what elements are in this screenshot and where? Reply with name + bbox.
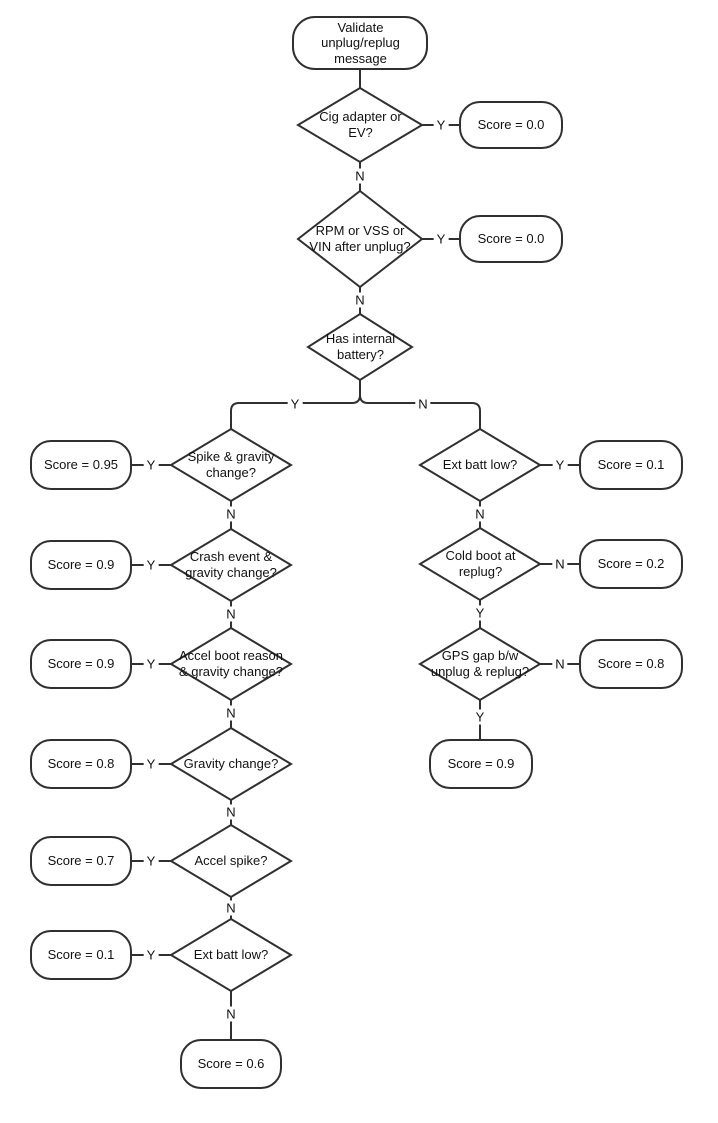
- edge-label-crash-no: N: [223, 606, 239, 622]
- decision-has-battery-shape: [306, 312, 414, 382]
- node-label-score-leftfinal: Score = 0.6: [197, 1056, 265, 1072]
- edge-label-extbattleft-no: N: [223, 1006, 239, 1022]
- terminator-score-extbattright-shape: [579, 440, 683, 490]
- decision-spike-gravity-shape: [169, 427, 293, 503]
- node-label-extbatt-left: Ext batt low?: [193, 947, 269, 963]
- edge-label-rpm-no: N: [352, 292, 368, 308]
- decision-cold-boot-shape: [418, 526, 542, 602]
- terminator-score-accelboot-shape: [30, 639, 132, 689]
- decision-cig-adapter-shape: [296, 86, 424, 164]
- node-label-spike-gravity: Spike & gravity change?: [187, 449, 275, 480]
- node-label-score-extbattright: Score = 0.1: [597, 457, 665, 473]
- terminator-score-gpsgap-shape: [579, 639, 683, 689]
- terminator-score-rightfinal-shape: [429, 739, 533, 789]
- edge-label-extbattright-no: N: [472, 506, 488, 522]
- node-label-score-accelboot: Score = 0.9: [47, 656, 115, 672]
- edge-label-battery-no: N: [415, 396, 431, 412]
- node-label-score-spike: Score = 0.95: [43, 457, 119, 473]
- node-label-score-gpsgap: Score = 0.8: [597, 656, 665, 672]
- node-label-start: Validate unplug/replug message: [321, 19, 400, 66]
- node-label-gps-gap: GPS gap b/w unplug & replug?: [430, 648, 530, 679]
- node-label-score-extbattleft: Score = 0.1: [47, 947, 115, 963]
- node-label-score-crash: Score = 0.9: [47, 557, 115, 573]
- node-label-score-accelspike: Score = 0.7: [47, 853, 115, 869]
- terminator-score-extbattleft-shape: [30, 930, 132, 980]
- edge-label-crash-yes: Y: [143, 557, 159, 573]
- decision-accelboot-gravity-shape: [169, 626, 293, 702]
- edge-label-cig-yes: Y: [433, 117, 449, 133]
- decision-accel-spike-shape: [169, 823, 293, 899]
- node-label-extbatt-right: Ext batt low?: [442, 457, 518, 473]
- node-label-accel-spike: Accel spike?: [194, 853, 268, 869]
- node-label-crash-gravity: Crash event & gravity change?: [185, 549, 277, 580]
- decision-rpm-vss-vin-shape: [296, 189, 424, 289]
- node-label-rpm-vss-vin: RPM or VSS or VIN after unplug?: [309, 223, 411, 254]
- edge-label-gravity-yes: Y: [143, 756, 159, 772]
- decision-extbatt-left-shape: [169, 917, 293, 993]
- edge-label-extbattleft-yes: Y: [143, 947, 159, 963]
- terminator-score-accelspike-shape: [30, 836, 132, 886]
- node-label-accelboot-gravity: Accel boot reason & gravity change?: [178, 648, 284, 679]
- edge-label-accelspike-yes: Y: [143, 853, 159, 869]
- node-label-score-rightfinal: Score = 0.9: [447, 756, 515, 772]
- terminator-score-gravity-shape: [30, 739, 132, 789]
- node-label-score-rpm: Score = 0.0: [477, 231, 545, 247]
- node-label-has-battery: Has internal battery?: [325, 331, 396, 362]
- terminator-score-rpm-shape: [459, 215, 563, 263]
- edge-label-spike-yes: Y: [143, 457, 159, 473]
- decision-extbatt-right-shape: [418, 427, 542, 503]
- decision-gravity-change-shape: [169, 726, 293, 802]
- terminator-score-leftfinal-shape: [180, 1039, 282, 1089]
- node-label-score-coldboot: Score = 0.2: [597, 556, 665, 572]
- node-label-score-cig: Score = 0.0: [477, 117, 545, 133]
- node-label-gravity-change: Gravity change?: [183, 756, 279, 772]
- edge-label-coldboot-yes: Y: [472, 605, 488, 621]
- node-label-score-gravity: Score = 0.8: [47, 756, 115, 772]
- node-label-cold-boot: Cold boot at replug?: [445, 548, 516, 579]
- edge-label-cig-no: N: [352, 168, 368, 184]
- decision-gps-gap-shape: [418, 626, 542, 702]
- edge-label-accelspike-no: N: [223, 900, 239, 916]
- terminator-score-cig-shape: [459, 101, 563, 149]
- edge-label-gpsgap-yes: Y: [472, 709, 488, 725]
- edge-battery-no-branch: [359, 394, 481, 429]
- edge-label-gpsgap-no: N: [552, 656, 568, 672]
- terminator-score-coldboot-shape: [579, 539, 683, 589]
- node-label-cig-adapter: Cig adapter or EV?: [319, 109, 402, 140]
- terminator-start-shape: [292, 16, 428, 70]
- terminator-score-crash-shape: [30, 540, 132, 590]
- edge-label-accelboot-no: N: [223, 705, 239, 721]
- edge-label-spike-no: N: [223, 506, 239, 522]
- edge-label-gravity-no: N: [223, 804, 239, 820]
- edge-label-extbattright-yes: Y: [552, 457, 568, 473]
- edge-label-coldboot-no: N: [552, 556, 568, 572]
- edge-label-battery-yes: Y: [287, 396, 303, 412]
- edge-label-accelboot-yes: Y: [143, 656, 159, 672]
- terminator-score-spike-shape: [30, 440, 132, 490]
- edge-label-rpm-yes: Y: [433, 231, 449, 247]
- decision-crash-gravity-shape: [169, 527, 293, 603]
